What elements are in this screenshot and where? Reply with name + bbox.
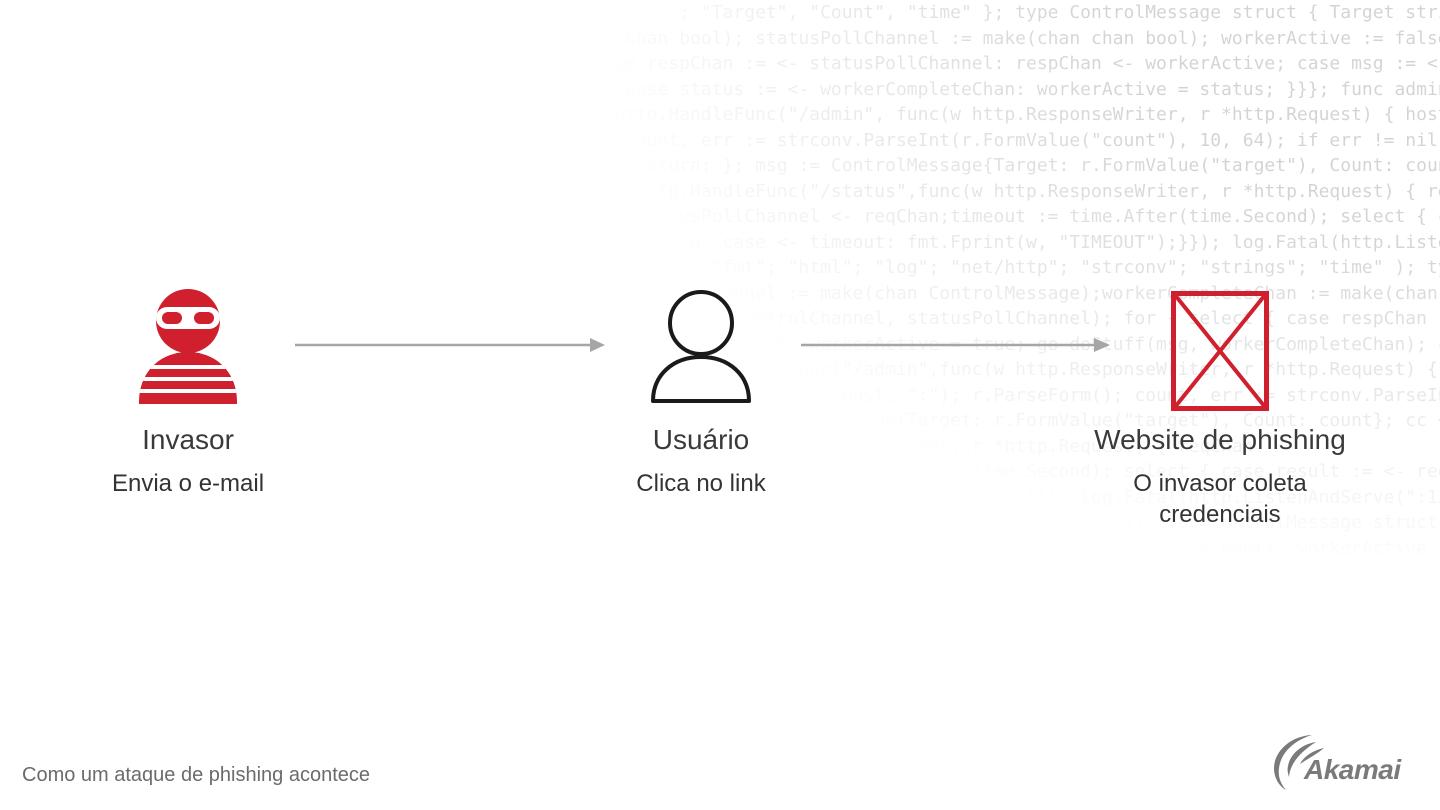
background-code-line: http.HandleFunc("/admin", func(w http.Re… (560, 104, 1440, 125)
step-caption: O invasor coleta credenciais (1133, 468, 1306, 530)
background-code-line: http.HandleFunc("/status",func(w http.Re… (560, 180, 1440, 202)
step-caption-line: credenciais (1159, 501, 1281, 528)
background-code-line: statusPollChannel <- reqChan;timeout := … (635, 206, 1440, 227)
user-icon (651, 290, 751, 403)
step-caption: Envia o e-mail (112, 468, 264, 499)
background-code-line: ; "Target", "Count", "time" }; type Cont… (679, 2, 1440, 23)
background-code-line: http.ResponseWriter, r *http.Request (560, 614, 1440, 635)
flow-arrow (801, 338, 1110, 352)
attacker-icon (139, 289, 237, 404)
flow-arrow (295, 338, 605, 352)
background-code-line: "strconv"; "strings"; "time" ); type Con… (809, 512, 1438, 533)
step-caption-line: Clica no link (636, 470, 766, 497)
phishing-website-icon (1171, 291, 1269, 411)
background-code-line: chan bool); statusPollChannel := make(ch… (560, 27, 1440, 49)
background-code-line: import ( "fmt"; "html"; "log"; "net/http… (614, 257, 1440, 278)
step-caption-line: O invasor coleta (1133, 470, 1307, 497)
step-title: Usuário (652, 424, 750, 455)
background-code-line: count, err := strconv.ParseInt(r.FormVal… (625, 129, 1438, 151)
akamai-logo-text: Akamai (1304, 754, 1401, 785)
background-code-line: case respChan := <- statusPollChannel: r… (560, 563, 1440, 584)
background-code-line: go doStuff(msg, workerCompleteChan); cas… (560, 588, 1438, 610)
step-caption: Clica no link (636, 468, 765, 499)
akamai-logo: Akamai (1268, 730, 1428, 794)
step-caption-line: Envia o e-mail (111, 470, 265, 497)
background-code-line: return; }; msg := ControlMessage{Target:… (635, 155, 1440, 176)
step-title: Invasor (142, 424, 234, 455)
background-code-line: case status := <- workerCompleteChan: wo… (560, 78, 1440, 100)
background-code-line: case respChan := <- statusPollChannel: r… (560, 53, 1440, 74)
akamai-swoosh-icon (1274, 735, 1324, 790)
diagram-caption: Como um ataque de phishing acontece (22, 764, 371, 786)
background-code-line: return; case <- timeout: fmt.Fprint(w, "… (635, 231, 1440, 253)
step-title: Website de phishing (1094, 424, 1346, 455)
background-code-line: workerCompleteChan := make(chan bool); w… (560, 537, 1427, 559)
